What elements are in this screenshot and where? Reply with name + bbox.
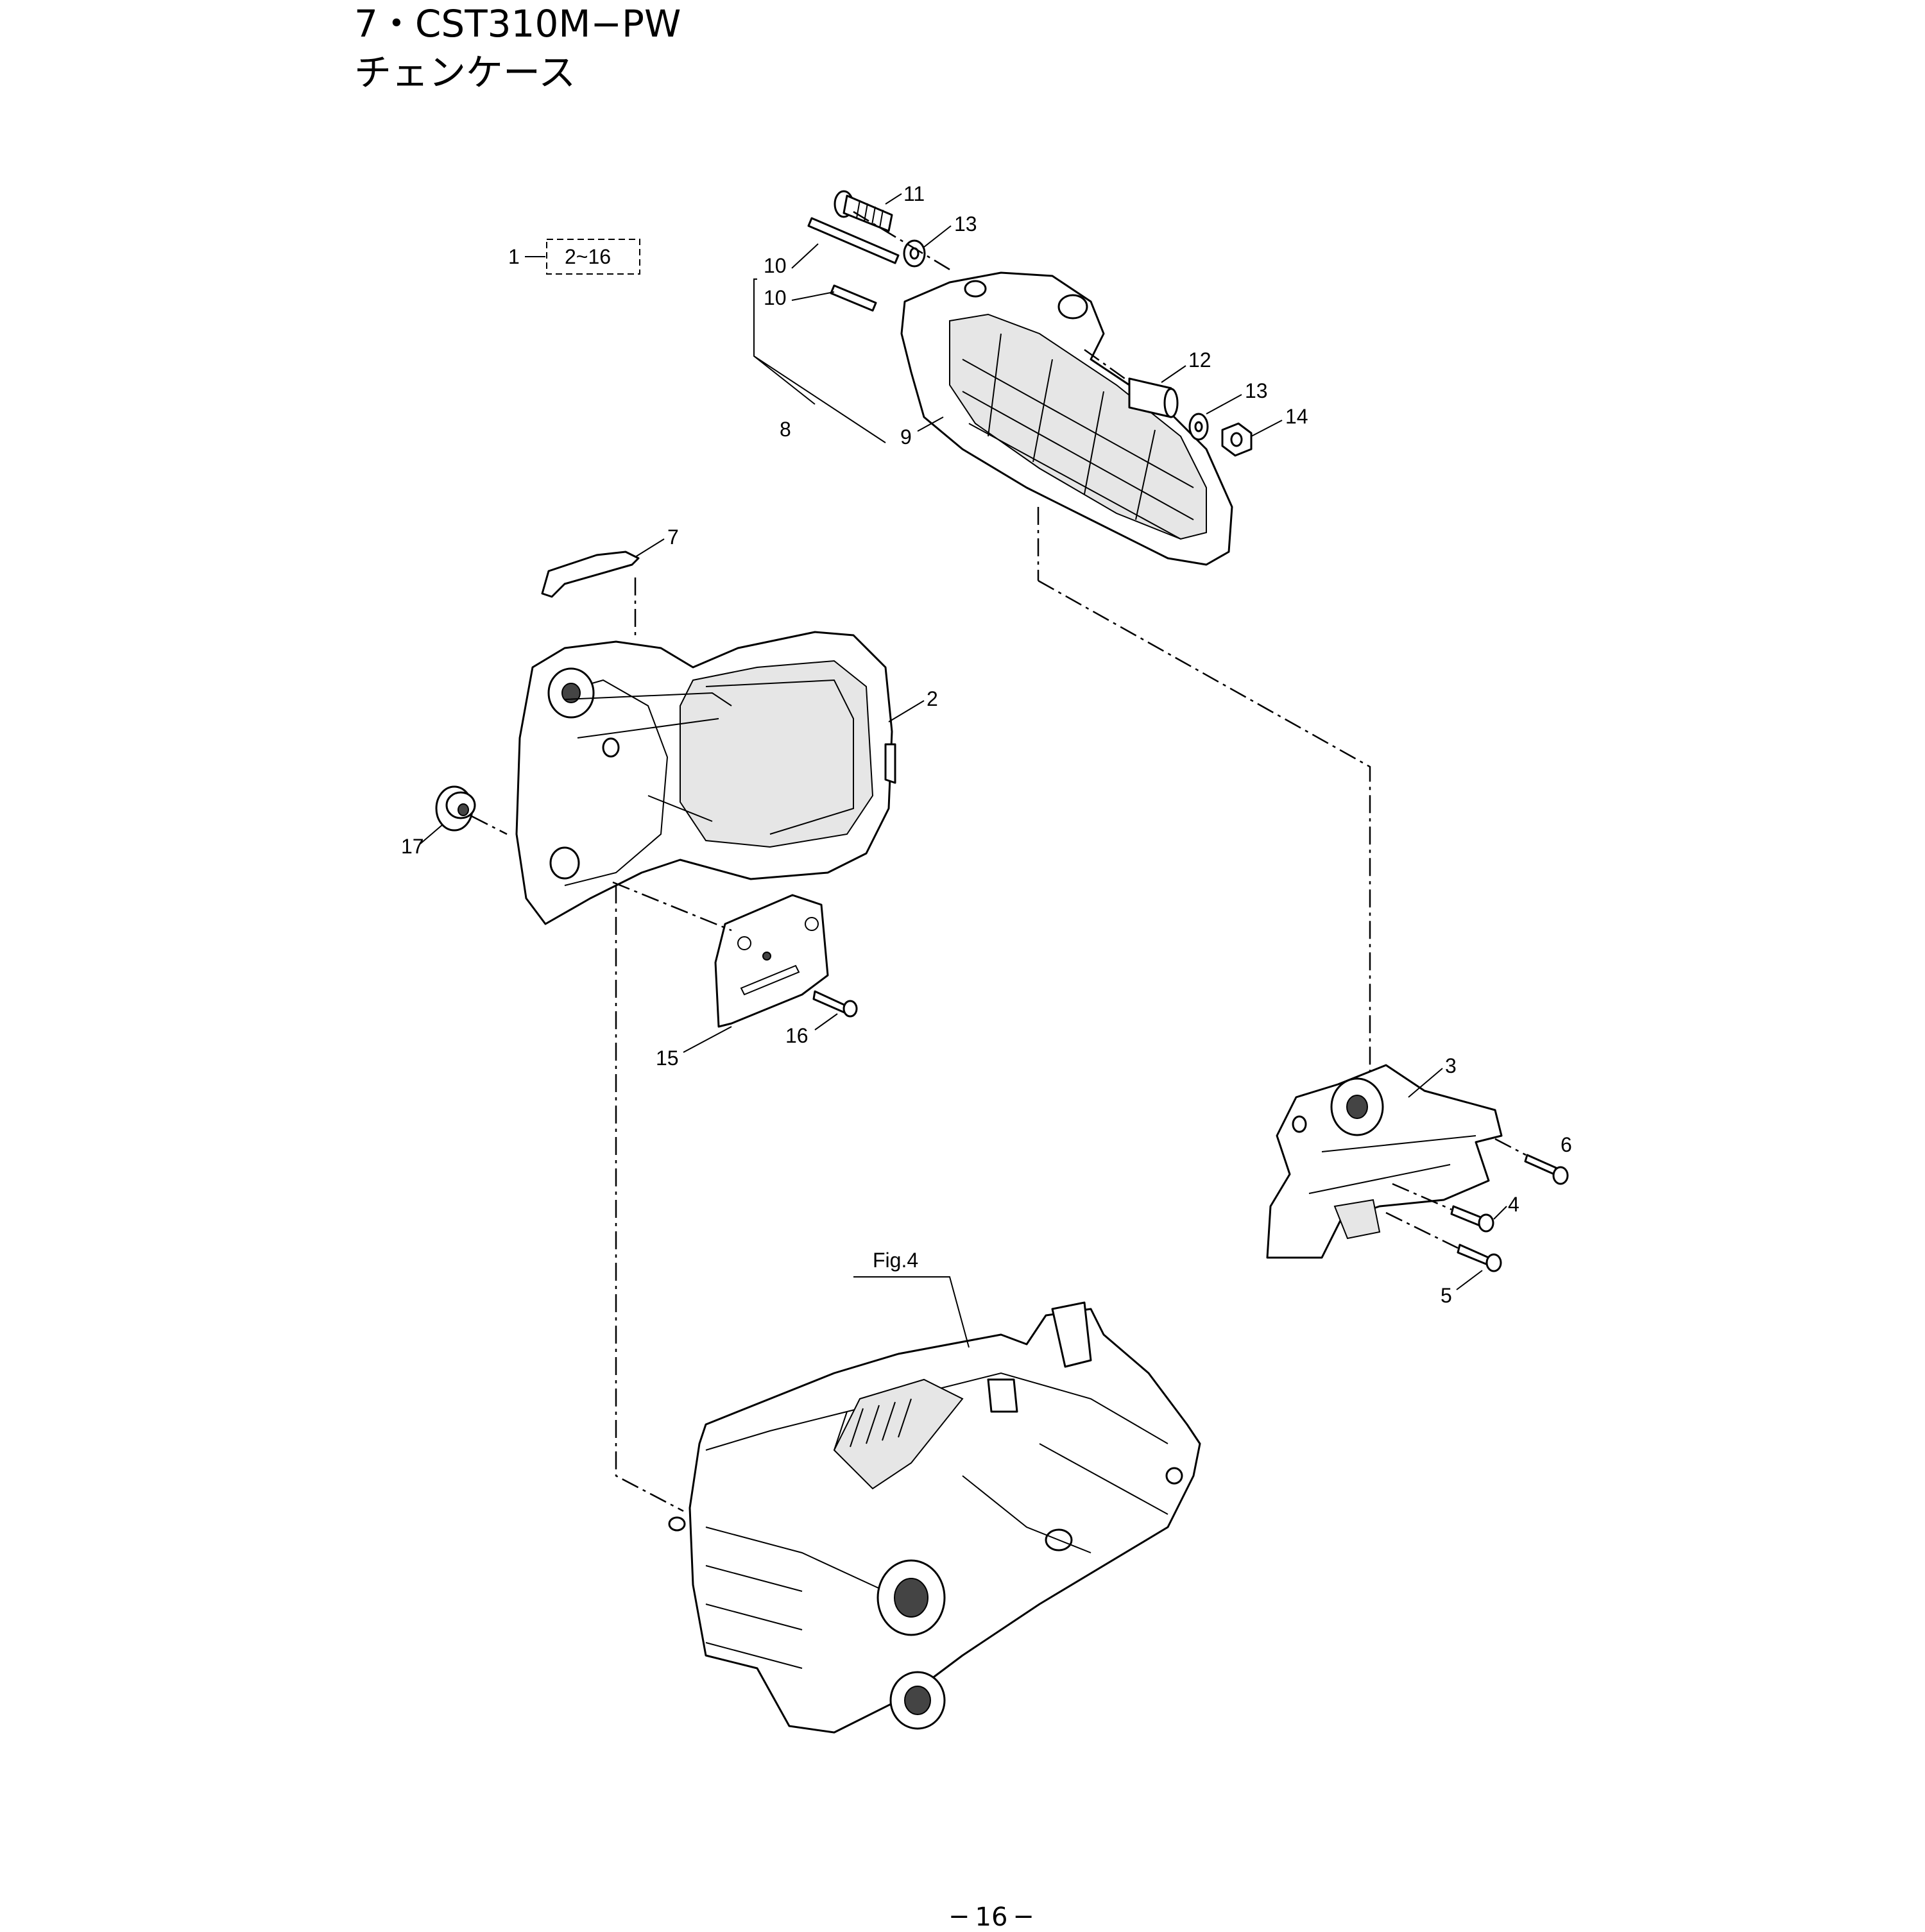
- page-number: ─ 16 ─: [951, 1902, 1032, 1932]
- screw-part-6: [1524, 1154, 1569, 1185]
- callout-7: 7: [667, 526, 679, 549]
- callout-13-top: 13: [954, 212, 977, 235]
- screw-part-4: [1450, 1205, 1494, 1233]
- callout-15: 15: [656, 1047, 679, 1070]
- callout-16: 16: [785, 1024, 809, 1047]
- figure-reference: Fig.4: [873, 1249, 918, 1272]
- callout-10-lower: 10: [764, 286, 787, 309]
- cap-part-17: [435, 785, 476, 832]
- spacer-part-12: [1128, 377, 1179, 418]
- diagram-subtitle: チェンケース: [354, 51, 576, 94]
- callout-4: 4: [1508, 1193, 1519, 1216]
- nut-part-14: [1221, 422, 1253, 457]
- callout-13-mid: 13: [1245, 379, 1268, 402]
- washer-part-13-mid: [1188, 413, 1209, 441]
- callout-11: 11: [903, 182, 925, 205]
- callout-8: 8: [780, 418, 791, 441]
- pin-part-10-lower: [830, 284, 877, 312]
- callout-3: 3: [1445, 1054, 1457, 1077]
- callout-12: 12: [1188, 348, 1211, 372]
- callout-2: 2: [927, 687, 938, 710]
- clip-part-7: [541, 551, 640, 598]
- crankcase-fig4: [668, 1301, 1201, 1734]
- set-label: 1 2~16: [508, 239, 640, 275]
- callout-5: 5: [1441, 1284, 1452, 1307]
- chain-cover-part-9: [900, 271, 1233, 566]
- callout-6: 6: [1561, 1133, 1572, 1156]
- callout-14: 14: [1285, 405, 1308, 428]
- callout-1: 1: [508, 245, 520, 268]
- screw-part-5: [1457, 1244, 1502, 1272]
- bolt-part-11: [834, 190, 893, 232]
- callout-9: 9: [900, 425, 912, 449]
- bar-cover-part-3: [1266, 1064, 1503, 1259]
- guide-plate-part-15: [714, 894, 829, 1028]
- diagram-title: 7・CST310M−PW: [354, 2, 681, 46]
- screw-part-16: [812, 990, 858, 1018]
- chain-case-part-2: [515, 631, 896, 925]
- callout-10-upper: 10: [764, 254, 787, 277]
- callout-17: 17: [401, 835, 424, 858]
- pin-part-10-upper: [807, 217, 900, 264]
- set-range: 2~16: [565, 245, 611, 268]
